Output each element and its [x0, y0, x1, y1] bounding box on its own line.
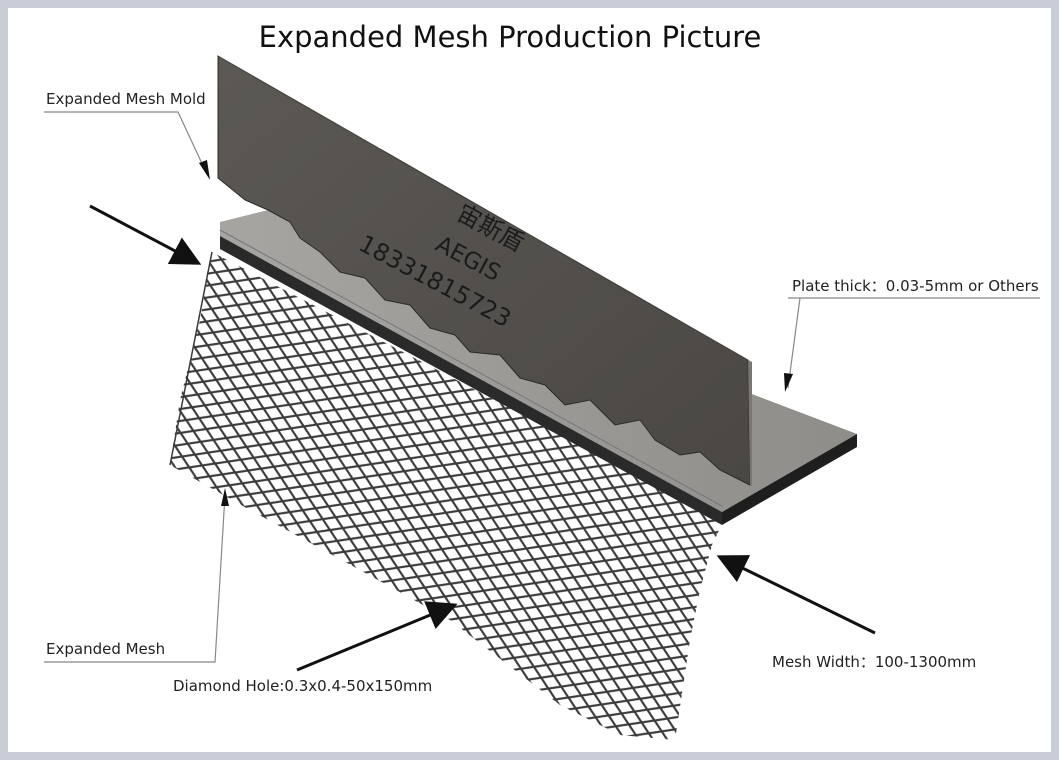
- label-mold: Expanded Mesh Mold: [46, 90, 206, 108]
- mesh-mold: [217, 55, 752, 486]
- leader-lines: [44, 111, 1040, 663]
- hole-arrow-icon: [296, 601, 458, 672]
- label-diamond-hole: Diamond Hole:0.3x0.4-50x150mm: [173, 677, 433, 695]
- mesh-pointer-icon: [221, 488, 229, 506]
- label-expanded-mesh: Expanded Mesh: [46, 640, 166, 658]
- mold-pointer-icon: [199, 160, 210, 180]
- width-arrow-icon: [716, 555, 876, 635]
- plate-pointer-icon: [784, 373, 793, 392]
- arrows: [89, 204, 876, 672]
- expanded-mesh: [169, 251, 724, 740]
- feed-arrow-icon: [89, 204, 202, 265]
- page-title: Expanded Mesh Production Picture: [258, 20, 762, 54]
- label-plate-thickness: Plate thick：0.03-5mm or Others: [792, 277, 1039, 295]
- label-mesh-width: Mesh Width：100-1300mm: [772, 653, 977, 671]
